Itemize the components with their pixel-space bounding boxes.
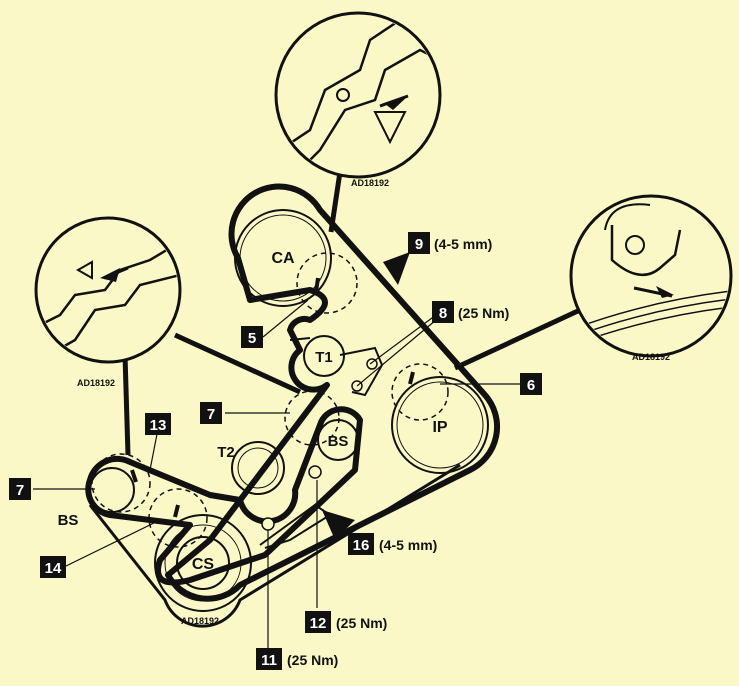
outer-belt-lower bbox=[88, 463, 461, 628]
callout-6: 6 bbox=[520, 373, 542, 395]
svg-text:12: 12 bbox=[310, 615, 327, 632]
leader-8-a bbox=[369, 314, 437, 365]
svg-text:9: 9 bbox=[415, 236, 423, 253]
alignment-circle-center bbox=[284, 390, 340, 446]
timing-mark-cs bbox=[173, 504, 180, 518]
callout-13: 13 bbox=[145, 413, 171, 435]
svg-text:8: 8 bbox=[439, 305, 447, 322]
alignment-circle-ip bbox=[391, 363, 449, 421]
alignment-circle-ca bbox=[296, 252, 358, 314]
callout-7-left: 7 bbox=[9, 478, 31, 500]
leader-right-detail bbox=[453, 307, 582, 371]
timing-mark-ca bbox=[314, 277, 320, 293]
svg-text:7: 7 bbox=[16, 482, 24, 499]
detail-circle-left bbox=[34, 216, 182, 364]
ref-code-top: AD18192 bbox=[351, 178, 389, 188]
callout-12: 12 (25 Nm) bbox=[305, 611, 387, 633]
timing-mark-ip bbox=[408, 371, 415, 385]
leader-left-detail-down bbox=[122, 354, 131, 456]
callout-5: 5 bbox=[241, 326, 263, 348]
svg-text:16: 16 bbox=[353, 537, 370, 554]
balancer-belt bbox=[85, 406, 363, 586]
svg-text:14: 14 bbox=[45, 560, 62, 577]
bolt-12[interactable] bbox=[308, 465, 322, 479]
callout-16: 16 (4-5 mm) bbox=[348, 533, 437, 555]
timing-mark-bs bbox=[130, 469, 138, 483]
label-bs-small: BS bbox=[328, 433, 349, 450]
svg-text:5: 5 bbox=[248, 330, 256, 347]
svg-text:(25 Nm): (25 Nm) bbox=[458, 305, 509, 321]
svg-text:(4-5 mm): (4-5 mm) bbox=[434, 236, 492, 252]
bolt-11[interactable] bbox=[261, 517, 275, 531]
svg-text:7: 7 bbox=[207, 406, 215, 423]
callout-7-center: 7 bbox=[200, 402, 222, 424]
main-timing-belt bbox=[165, 183, 501, 602]
ref-code-right: AD18192 bbox=[632, 352, 670, 362]
label-t1: T1 bbox=[315, 349, 333, 366]
detail-circle-top bbox=[274, 11, 442, 179]
alignment-circle-bs bbox=[91, 453, 151, 513]
svg-text:(4-5 mm): (4-5 mm) bbox=[379, 537, 437, 553]
svg-text:(25 Nm): (25 Nm) bbox=[336, 615, 387, 631]
callout-14: 14 bbox=[40, 556, 66, 578]
callout-9: 9 (4-5 mm) bbox=[408, 232, 492, 254]
leader-13 bbox=[149, 433, 158, 471]
label-cs: CS bbox=[192, 556, 215, 573]
leader-left-detail-right bbox=[173, 332, 302, 395]
label-bs-left: BS bbox=[58, 512, 79, 529]
svg-text:13: 13 bbox=[150, 417, 167, 434]
label-ca: CA bbox=[271, 250, 295, 267]
tension-arrow-16 bbox=[322, 510, 355, 540]
leader-5 bbox=[262, 299, 309, 338]
ref-code-left: AD18192 bbox=[77, 378, 115, 388]
callout-8: 8 (25 Nm) bbox=[432, 301, 509, 323]
label-ip: IP bbox=[432, 419, 447, 436]
pulley-t1 bbox=[303, 335, 345, 377]
svg-text:11: 11 bbox=[261, 652, 277, 669]
pulley-ip bbox=[391, 376, 489, 474]
svg-text:(25 Nm): (25 Nm) bbox=[287, 652, 338, 668]
leader-14 bbox=[65, 519, 161, 567]
leader-8-b bbox=[356, 319, 437, 387]
detail-circle-right bbox=[569, 194, 733, 358]
label-t2: T2 bbox=[217, 444, 235, 461]
tension-arrow-9 bbox=[383, 252, 410, 285]
callout-11: 11 (25 Nm) bbox=[256, 648, 338, 670]
bolt-8-upper[interactable] bbox=[366, 358, 378, 370]
ref-code-bottom: AD18192 bbox=[181, 616, 219, 626]
alignment-circle-cs bbox=[148, 488, 208, 548]
svg-text:6: 6 bbox=[527, 377, 535, 394]
